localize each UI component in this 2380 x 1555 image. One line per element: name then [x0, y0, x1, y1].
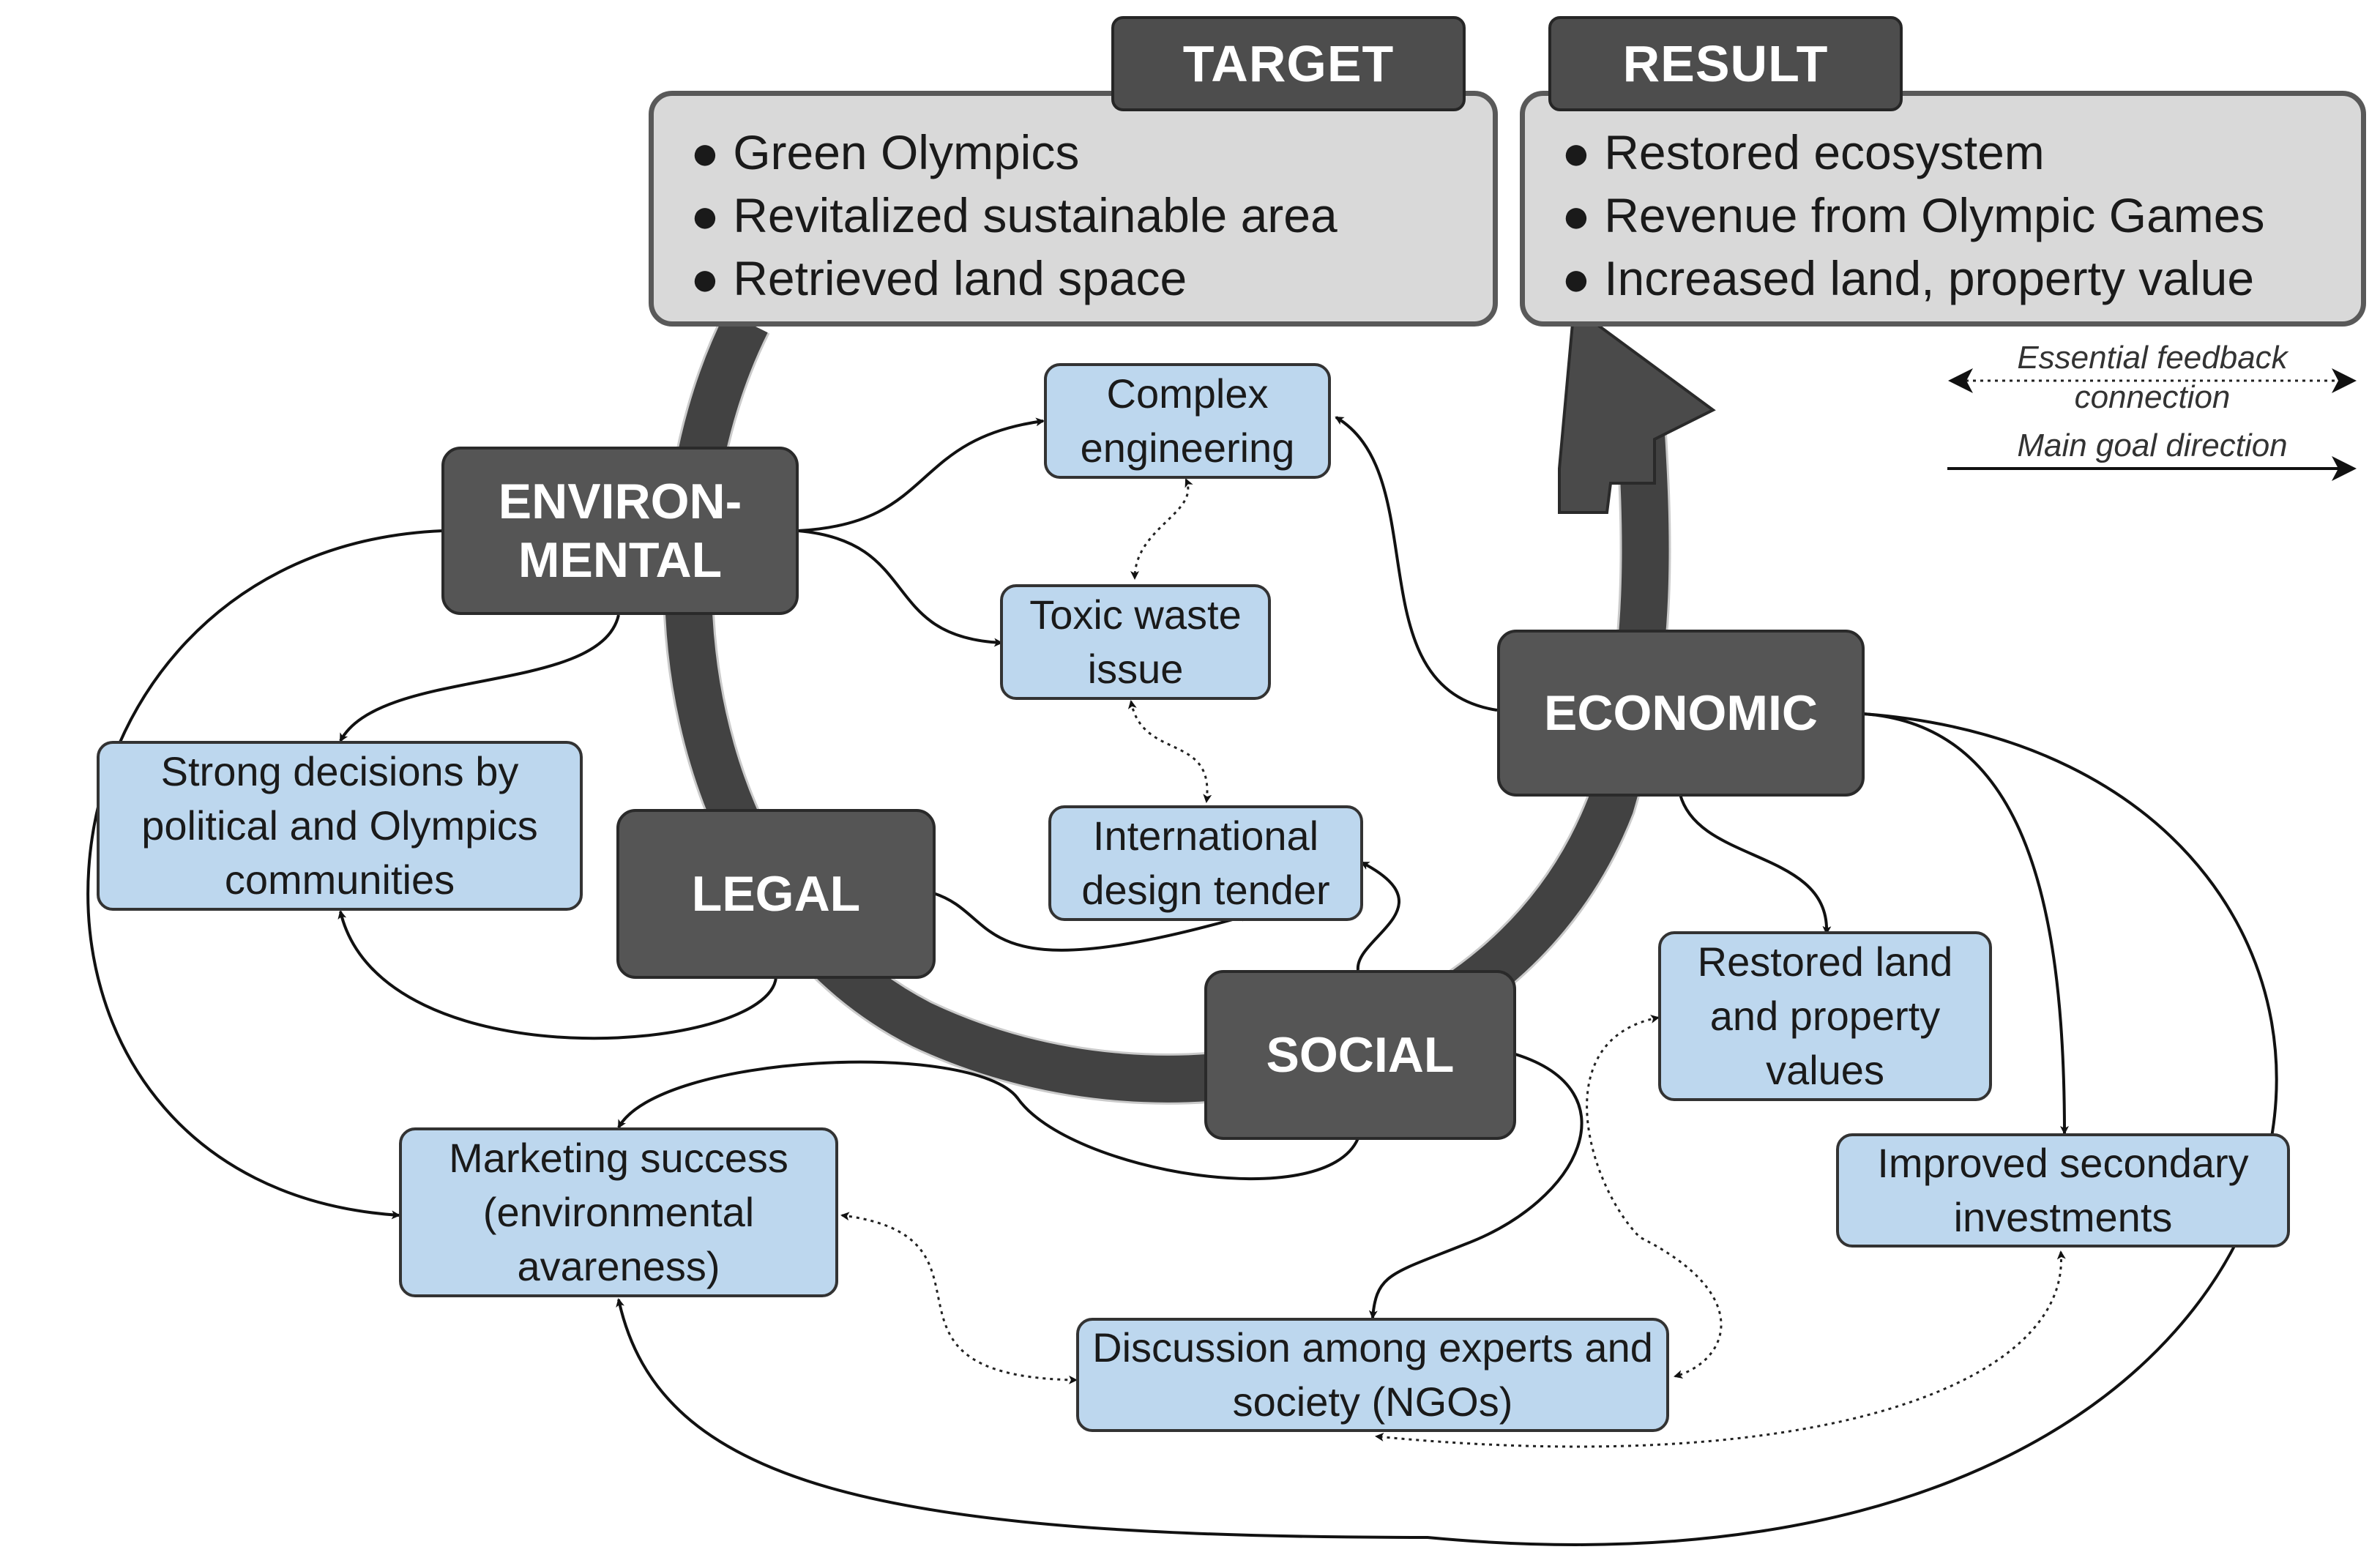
target-list: ● Green Olympics ● Revitalized sustainab… — [690, 121, 1493, 310]
restored-discussion-feedback — [1586, 1015, 1723, 1379]
node-toxic-waste-label: Toxic waste issue — [1029, 592, 1242, 692]
result-item: ● Revenue from Olympic Games — [1562, 188, 2265, 242]
node-international-tender: International design tender — [1048, 805, 1363, 921]
economic-to-secondary-arrow — [1862, 712, 2069, 1135]
pillar-legal-label: LEGAL — [691, 866, 861, 922]
target-item: ● Retrieved land space — [690, 251, 1187, 305]
node-discussion-label: Discussion among experts and society (NG… — [1092, 1324, 1653, 1425]
legend-main-goal-label: Main goal direction — [2017, 428, 2288, 463]
pillar-environmental-label: ENVIRON- MENTAL — [498, 474, 742, 588]
node-complex-engineering: Complex engineering — [1044, 363, 1331, 479]
pillar-economic: ECONOMIC — [1497, 630, 1865, 797]
pillar-economic-label: ECONOMIC — [1544, 685, 1818, 741]
economic-to-complex-arrow — [1335, 416, 1498, 712]
result-header: RESULT — [1548, 16, 1903, 111]
result-panel: ● Restored ecosystem ● Revenue from Olym… — [1520, 91, 2366, 327]
node-complex-engineering-label: Complex engineering — [1080, 370, 1295, 471]
toxic-tender-feedback — [1127, 700, 1212, 803]
social-to-marketing-arrow — [617, 1060, 1359, 1181]
node-restored-land: Restored land and property values — [1658, 931, 1992, 1101]
node-marketing-success-label: Marketing success (environmental avarene… — [449, 1135, 788, 1289]
node-marketing-success: Marketing success (environmental avarene… — [399, 1127, 838, 1297]
node-secondary-investments-label: Improved secondary investments — [1877, 1140, 2249, 1240]
target-header: TARGET — [1111, 16, 1466, 111]
pillar-social: SOCIAL — [1204, 970, 1516, 1140]
node-restored-land-label: Restored land and property values — [1697, 939, 1953, 1093]
social-to-tender-arrow — [1356, 861, 1400, 971]
result-item: ● Restored ecosystem — [1562, 125, 2045, 179]
pillar-social-label: SOCIAL — [1266, 1027, 1455, 1083]
env-to-decisions-arrow — [339, 614, 620, 742]
node-international-tender-label: International design tender — [1081, 813, 1330, 913]
marketing-discussion-feedback — [840, 1212, 1078, 1384]
node-secondary-investments: Improved secondary investments — [1836, 1133, 2290, 1248]
pillar-legal: LEGAL — [616, 809, 936, 979]
pillar-environmental: ENVIRON- MENTAL — [441, 447, 799, 615]
env-to-toxic-arrow — [797, 529, 1003, 647]
target-panel: ● Green Olympics ● Revitalized sustainab… — [649, 91, 1498, 327]
target-item: ● Revitalized sustainable area — [690, 188, 1338, 242]
target-item: ● Green Olympics — [690, 125, 1080, 179]
legend-feedback-label: Essential feedback connection — [2017, 340, 2288, 415]
complex-toxic-feedback — [1130, 478, 1193, 580]
economic-to-restored-arrow — [1679, 794, 1832, 935]
result-item: ● Increased land, property value — [1562, 251, 2255, 305]
economic-to-marketing-loop-arrow — [616, 712, 2278, 1546]
node-toxic-waste: Toxic waste issue — [1000, 584, 1271, 700]
node-strong-decisions: Strong decisions by political and Olympi… — [97, 741, 583, 911]
result-list: ● Restored ecosystem ● Revenue from Olym… — [1562, 121, 2361, 310]
legal-to-decisions-arrow — [337, 910, 777, 1040]
legal-to-tender-arrow — [933, 892, 1250, 952]
main-cycle-arrowhead — [1558, 305, 1716, 514]
node-strong-decisions-label: Strong decisions by political and Olympi… — [141, 748, 538, 903]
node-discussion: Discussion among experts and society (NG… — [1076, 1318, 1669, 1432]
env-to-complex-arrow — [797, 417, 1045, 532]
env-to-marketing-arrow — [86, 529, 444, 1220]
